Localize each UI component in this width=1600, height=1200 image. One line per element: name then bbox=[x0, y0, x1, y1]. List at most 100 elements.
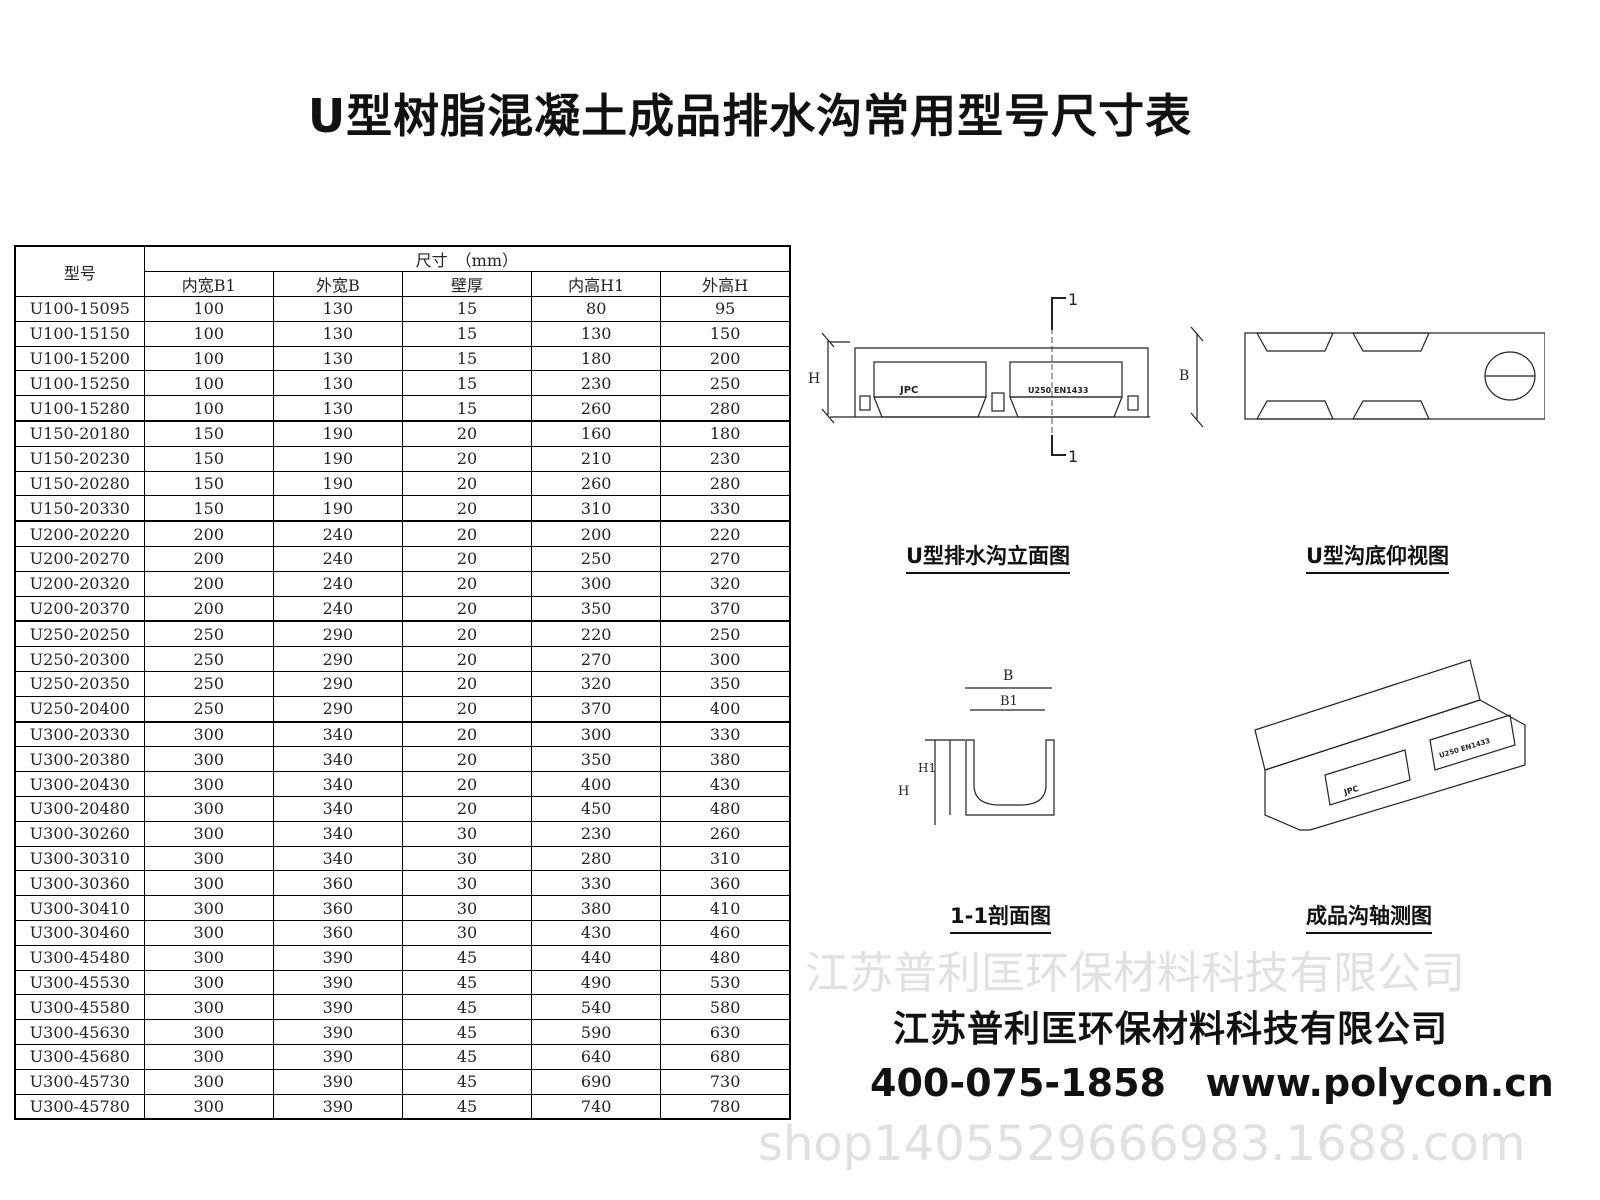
dimension-cell: 180 bbox=[660, 419, 791, 447]
dimension-cell: 300 bbox=[143, 845, 274, 872]
dimension-cell: 20 bbox=[401, 470, 533, 497]
column-header: 内宽B1 bbox=[143, 271, 274, 297]
dimension-cell: 30 bbox=[401, 870, 533, 897]
dimension-cell: 95 bbox=[660, 296, 791, 322]
model-cell: U250-20400 bbox=[14, 695, 145, 723]
dimension-cell: 130 bbox=[272, 395, 403, 422]
model-cell: U300-30310 bbox=[14, 845, 145, 872]
dimension-cell: 490 bbox=[531, 969, 662, 996]
dimension-cell: 300 bbox=[143, 944, 274, 971]
dimension-cell: 580 bbox=[660, 994, 791, 1021]
model-cell: U100-15150 bbox=[14, 320, 145, 347]
dimension-cell: 45 bbox=[401, 1019, 533, 1045]
dim-b1-label: B1 bbox=[1000, 694, 1018, 709]
dimension-cell: 15 bbox=[401, 370, 533, 397]
dimension-cell: 360 bbox=[272, 919, 403, 946]
dimension-cell: 20 bbox=[401, 720, 533, 748]
dimension-cell: 20 bbox=[401, 620, 533, 648]
dimension-cell: 210 bbox=[531, 445, 662, 472]
dimension-cell: 480 bbox=[660, 944, 791, 971]
dimension-cell: 300 bbox=[143, 994, 274, 1021]
dimension-cell: 350 bbox=[531, 746, 662, 773]
dimension-cell: 250 bbox=[143, 620, 274, 648]
column-header: 外宽B bbox=[272, 271, 403, 297]
dimension-cell: 350 bbox=[660, 670, 791, 697]
dimension-cell: 350 bbox=[531, 595, 662, 622]
dimension-cell: 100 bbox=[143, 296, 274, 322]
watermark-company: 江苏普利匡环保材料科技有限公司 bbox=[805, 948, 1465, 999]
model-cell: U300-45730 bbox=[14, 1068, 145, 1095]
model-cell: U300-30360 bbox=[14, 870, 145, 897]
dimension-cell: 240 bbox=[272, 595, 403, 622]
dimension-cell: 150 bbox=[660, 320, 791, 347]
dimension-cell: 180 bbox=[531, 345, 662, 372]
model-cell: U300-20480 bbox=[14, 795, 145, 822]
dimension-cell: 240 bbox=[272, 545, 403, 572]
dimension-cell: 200 bbox=[143, 520, 274, 547]
axonometric-caption: 成品沟轴测图 bbox=[1306, 900, 1432, 934]
dimension-cell: 780 bbox=[660, 1093, 791, 1120]
model-cell: U100-15200 bbox=[14, 345, 145, 372]
dimension-cell: 20 bbox=[401, 570, 533, 597]
dimension-cell: 440 bbox=[531, 944, 662, 971]
company-website[interactable]: www.polycon.cn bbox=[1205, 1061, 1554, 1105]
dimension-cell: 250 bbox=[660, 620, 791, 648]
dimension-cell: 300 bbox=[143, 720, 274, 748]
dimension-cell: 130 bbox=[272, 296, 403, 322]
dimension-cell: 260 bbox=[531, 470, 662, 497]
dim-h1-label: H1 bbox=[918, 761, 936, 775]
column-header: 内高H1 bbox=[531, 271, 662, 297]
dimension-cell: 20 bbox=[401, 445, 533, 472]
dimension-cell: 190 bbox=[272, 445, 403, 472]
dimension-cell: 340 bbox=[272, 845, 403, 872]
header-model: 型号 bbox=[14, 245, 145, 297]
dimension-cell: 45 bbox=[401, 1043, 533, 1070]
dimension-cell: 300 bbox=[531, 720, 662, 748]
model-cell: U200-20320 bbox=[14, 570, 145, 597]
dimension-cell: 45 bbox=[401, 1093, 533, 1120]
dimension-cell: 390 bbox=[272, 1068, 403, 1095]
dimension-cell: 460 bbox=[660, 919, 791, 946]
dimension-cell: 190 bbox=[272, 470, 403, 497]
model-cell: U100-15280 bbox=[14, 395, 145, 422]
header-dimensions: 尺寸 （mm） bbox=[143, 245, 791, 272]
dimension-cell: 250 bbox=[531, 545, 662, 572]
model-cell: U250-20350 bbox=[14, 670, 145, 697]
dimension-cell: 330 bbox=[660, 720, 791, 748]
dimension-cell: 260 bbox=[660, 820, 791, 847]
dimension-cell: 240 bbox=[272, 520, 403, 547]
dimension-cell: 150 bbox=[143, 445, 274, 472]
elevation-label-left: JPC bbox=[899, 385, 918, 396]
model-cell: U300-20330 bbox=[14, 720, 145, 748]
dimension-cell: 220 bbox=[531, 620, 662, 648]
dimension-cell: 370 bbox=[531, 695, 662, 723]
dimension-cell: 390 bbox=[272, 994, 403, 1021]
dimension-cell: 80 bbox=[531, 296, 662, 322]
column-header: 壁厚 bbox=[401, 271, 533, 297]
dimension-cell: 45 bbox=[401, 944, 533, 971]
section-drawing: B B1 H H1 bbox=[898, 668, 1055, 825]
dimension-cell: 430 bbox=[660, 771, 791, 797]
bottom-view-caption: U型沟底仰视图 bbox=[1306, 540, 1450, 574]
dimension-cell: 15 bbox=[401, 320, 533, 347]
dimension-cell: 300 bbox=[143, 1043, 274, 1070]
company-contact: 400-075-1858 www.polycon.cn bbox=[870, 1060, 1554, 1106]
dimension-cell: 150 bbox=[143, 419, 274, 447]
dimension-cell: 15 bbox=[401, 395, 533, 422]
dimension-cell: 270 bbox=[531, 646, 662, 672]
dimension-cell: 130 bbox=[272, 370, 403, 397]
dimension-cell: 150 bbox=[143, 470, 274, 497]
dimension-cell: 160 bbox=[531, 419, 662, 447]
model-cell: U300-45530 bbox=[14, 969, 145, 996]
dimension-cell: 30 bbox=[401, 895, 533, 921]
dimension-cell: 100 bbox=[143, 320, 274, 347]
